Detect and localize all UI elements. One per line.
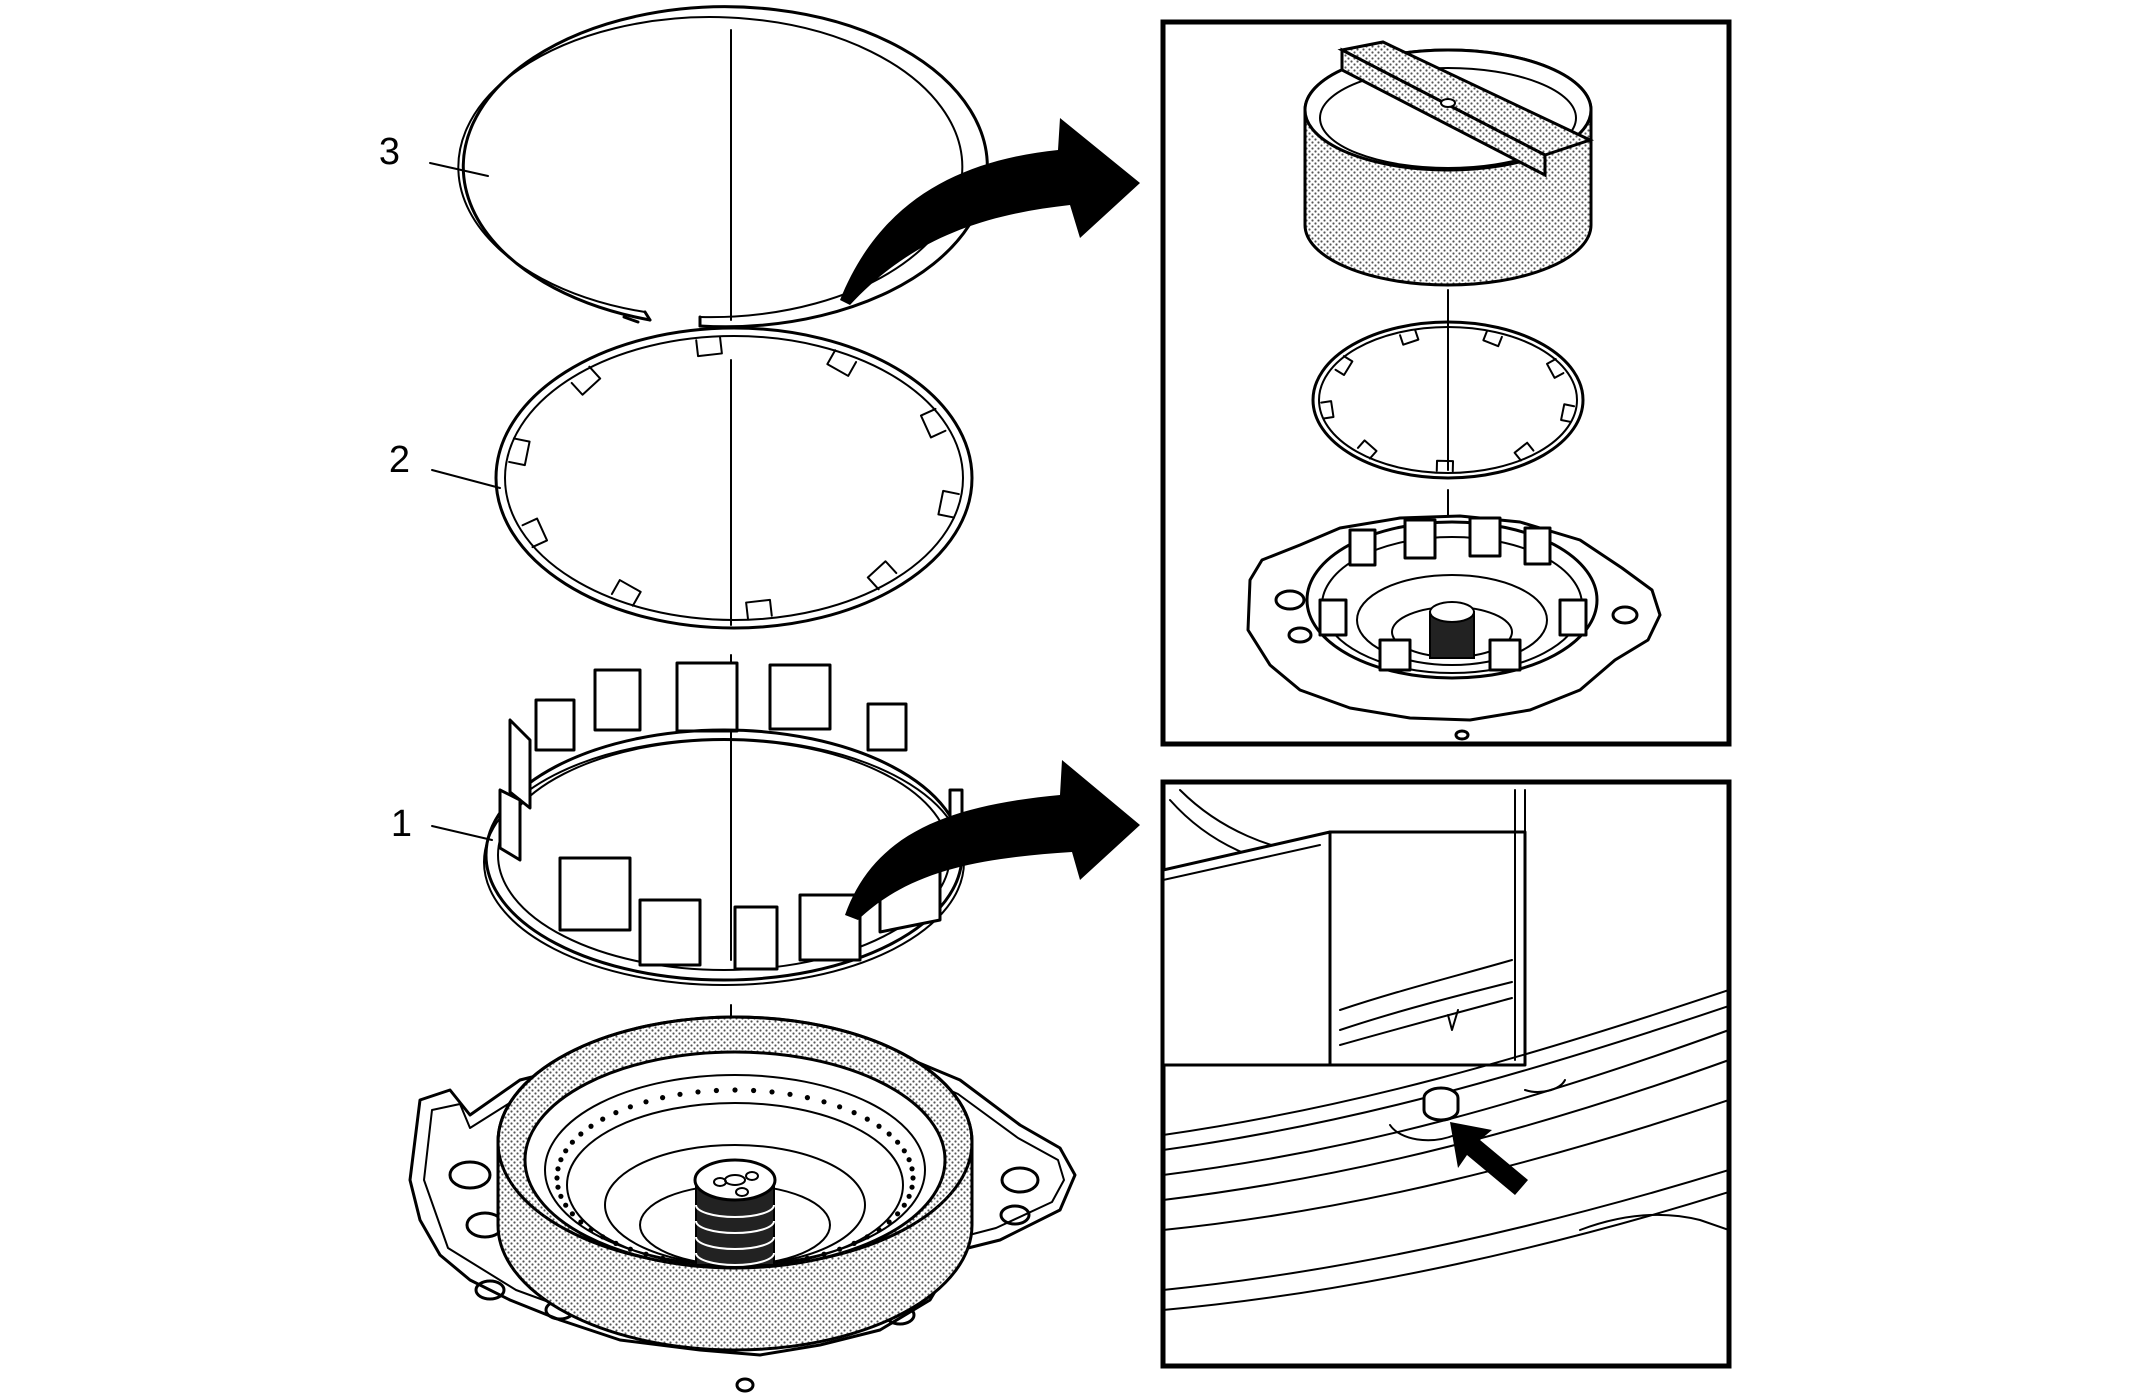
snap-ring-part-3 xyxy=(457,5,989,329)
curved-arrow-to-bottom-inset xyxy=(845,760,1140,920)
spring-retainer-part-1 xyxy=(483,661,965,986)
installer-tool xyxy=(1303,40,1595,287)
leader-line-1 xyxy=(431,825,493,841)
central-hub-shaft xyxy=(693,1158,777,1266)
housing-inset xyxy=(1246,514,1662,741)
top-inset-content xyxy=(1246,40,1662,741)
tabbed-ring-part-2 xyxy=(494,326,974,630)
callout-label-3: 3 xyxy=(379,131,400,173)
bottom-inset-detail-content xyxy=(1163,789,1729,1311)
tabbed-ring-inset xyxy=(1311,320,1585,480)
leader-line-2 xyxy=(431,469,501,489)
curved-arrow-to-top-inset xyxy=(840,118,1140,305)
indicator-arrow xyxy=(1450,1122,1528,1195)
callout-label-2: 2 xyxy=(389,439,410,481)
transmission-housing xyxy=(408,1015,1077,1393)
callout-label-1: 1 xyxy=(391,803,412,845)
leader-line-3 xyxy=(429,162,489,177)
locating-pin xyxy=(1422,1086,1460,1122)
